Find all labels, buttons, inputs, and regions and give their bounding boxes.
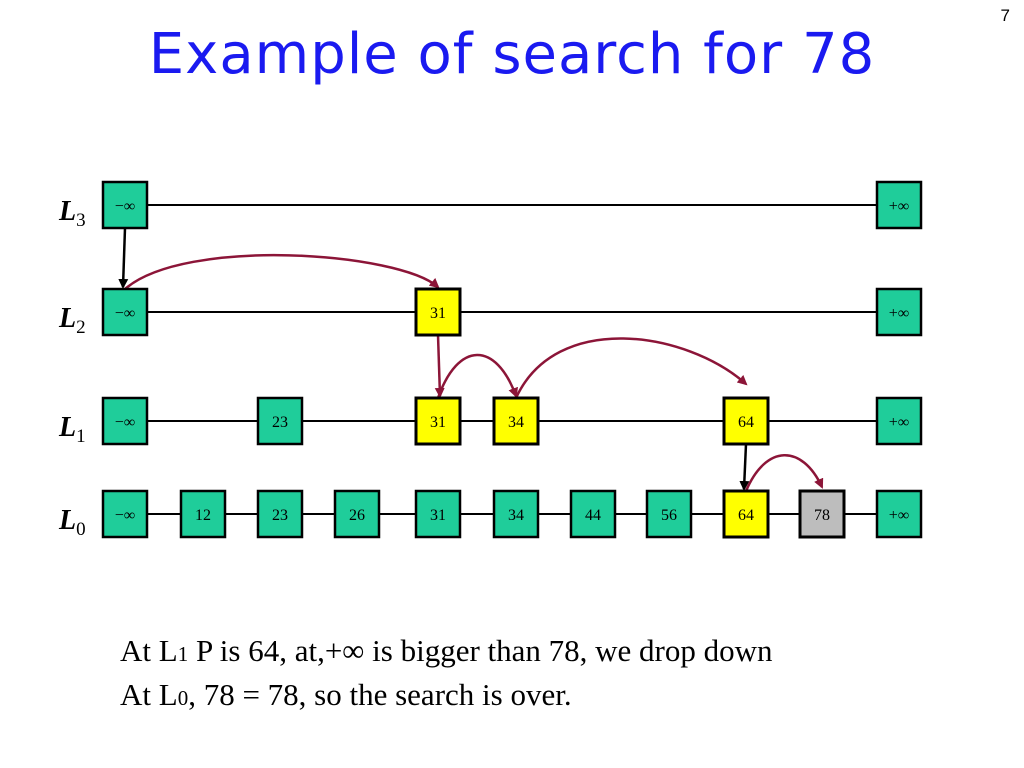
node-box <box>179 489 227 539</box>
node-box <box>333 489 381 539</box>
node-box <box>101 396 149 446</box>
skip-list-node: −∞ <box>101 489 149 539</box>
skip-list-node: 34 <box>492 489 540 539</box>
skip-list-node: 26 <box>333 489 381 539</box>
skip-list-node: 78 <box>798 489 846 539</box>
node-key: +∞ <box>889 507 909 524</box>
node-key: 31 <box>430 414 446 431</box>
node-key: −∞ <box>115 198 135 215</box>
caption-line-1-start: At L <box>120 633 178 668</box>
caption-line-1-end: P is 64, at,+∞ is bigger than 78, we dro… <box>188 633 773 668</box>
node-box <box>875 180 923 230</box>
level-label: L1 <box>58 412 86 447</box>
skip-list-node: 34 <box>492 396 540 446</box>
node-key: 26 <box>349 507 365 524</box>
slide-number: 7 <box>1000 6 1010 25</box>
skip-list-node: 12 <box>179 489 227 539</box>
caption-line-1: At L1 P is 64, at,+∞ is bigger than 78, … <box>120 633 773 669</box>
node-key: 23 <box>272 414 288 431</box>
node-key: 34 <box>508 414 524 431</box>
node-key: +∞ <box>889 414 909 431</box>
search-arrow <box>118 227 129 289</box>
caption-line-1-subscript: 1 <box>177 642 189 666</box>
skip-list-node: 44 <box>569 489 617 539</box>
level-label: L3 <box>58 196 86 231</box>
node-key: +∞ <box>889 305 909 322</box>
skip-list-node: 64 <box>722 396 770 446</box>
node-key: 31 <box>430 305 446 322</box>
caption-line-2-end: , 78 = 78, so the search is over. <box>188 677 572 712</box>
level-label-subscript: 2 <box>76 317 86 338</box>
node-key: −∞ <box>115 507 135 524</box>
node-box <box>798 489 846 539</box>
level-label-subscript: 1 <box>76 426 86 447</box>
skip-list-node: 31 <box>414 287 462 337</box>
skip-list-node: +∞ <box>875 287 923 337</box>
node-key: 23 <box>272 507 288 524</box>
skip-list-node: 64 <box>722 489 770 539</box>
node-key: 12 <box>195 507 211 524</box>
level-label-subscript: 3 <box>76 210 86 231</box>
slide-title: Example of search for 78 <box>148 22 876 87</box>
node-key: 34 <box>508 507 524 524</box>
level-label-subscript: 0 <box>76 519 86 540</box>
search-arrow <box>739 443 750 491</box>
node-box <box>722 396 770 446</box>
node-key: 78 <box>814 507 830 524</box>
skip-list-node: +∞ <box>875 489 923 539</box>
node-box <box>101 287 149 337</box>
search-arrow <box>744 454 824 492</box>
node-box <box>875 287 923 337</box>
caption-line-2: At L0, 78 = 78, so the search is over. <box>120 677 572 713</box>
node-box <box>414 489 462 539</box>
caption-line-2-subscript: 0 <box>177 686 189 710</box>
search-arrow <box>514 337 748 399</box>
node-box <box>722 489 770 539</box>
skip-list-node: −∞ <box>101 396 149 446</box>
skip-list-node: 31 <box>414 489 462 539</box>
node-key: 64 <box>738 414 754 431</box>
node-key: 44 <box>585 507 601 524</box>
skip-list-node: 23 <box>256 489 304 539</box>
node-box <box>414 396 462 446</box>
node-box <box>414 287 462 337</box>
node-box <box>875 396 923 446</box>
node-key: −∞ <box>115 414 135 431</box>
skip-list-node: 56 <box>645 489 693 539</box>
node-box <box>645 489 693 539</box>
node-key: −∞ <box>115 305 135 322</box>
skip-list-node: −∞ <box>101 287 149 337</box>
skip-list-node: +∞ <box>875 180 923 230</box>
node-box <box>101 180 149 230</box>
level-label: L0 <box>58 505 86 540</box>
node-box <box>256 396 304 446</box>
node-key: 31 <box>430 507 446 524</box>
node-box <box>492 489 540 539</box>
search-arrow <box>436 353 518 399</box>
node-box <box>492 396 540 446</box>
skip-list-node: 23 <box>256 396 304 446</box>
node-key: 64 <box>738 507 754 524</box>
caption-line-2-start: At L <box>120 677 178 712</box>
skip-list-node: 31 <box>414 396 462 446</box>
level-label: L2 <box>58 303 86 338</box>
search-arrow <box>434 334 445 398</box>
node-box <box>256 489 304 539</box>
node-box <box>569 489 617 539</box>
search-arrow <box>124 253 440 290</box>
node-key: +∞ <box>889 198 909 215</box>
node-key: 56 <box>661 507 677 524</box>
skip-list-node: +∞ <box>875 396 923 446</box>
node-box <box>101 489 149 539</box>
skip-list-node: −∞ <box>101 180 149 230</box>
node-box <box>875 489 923 539</box>
